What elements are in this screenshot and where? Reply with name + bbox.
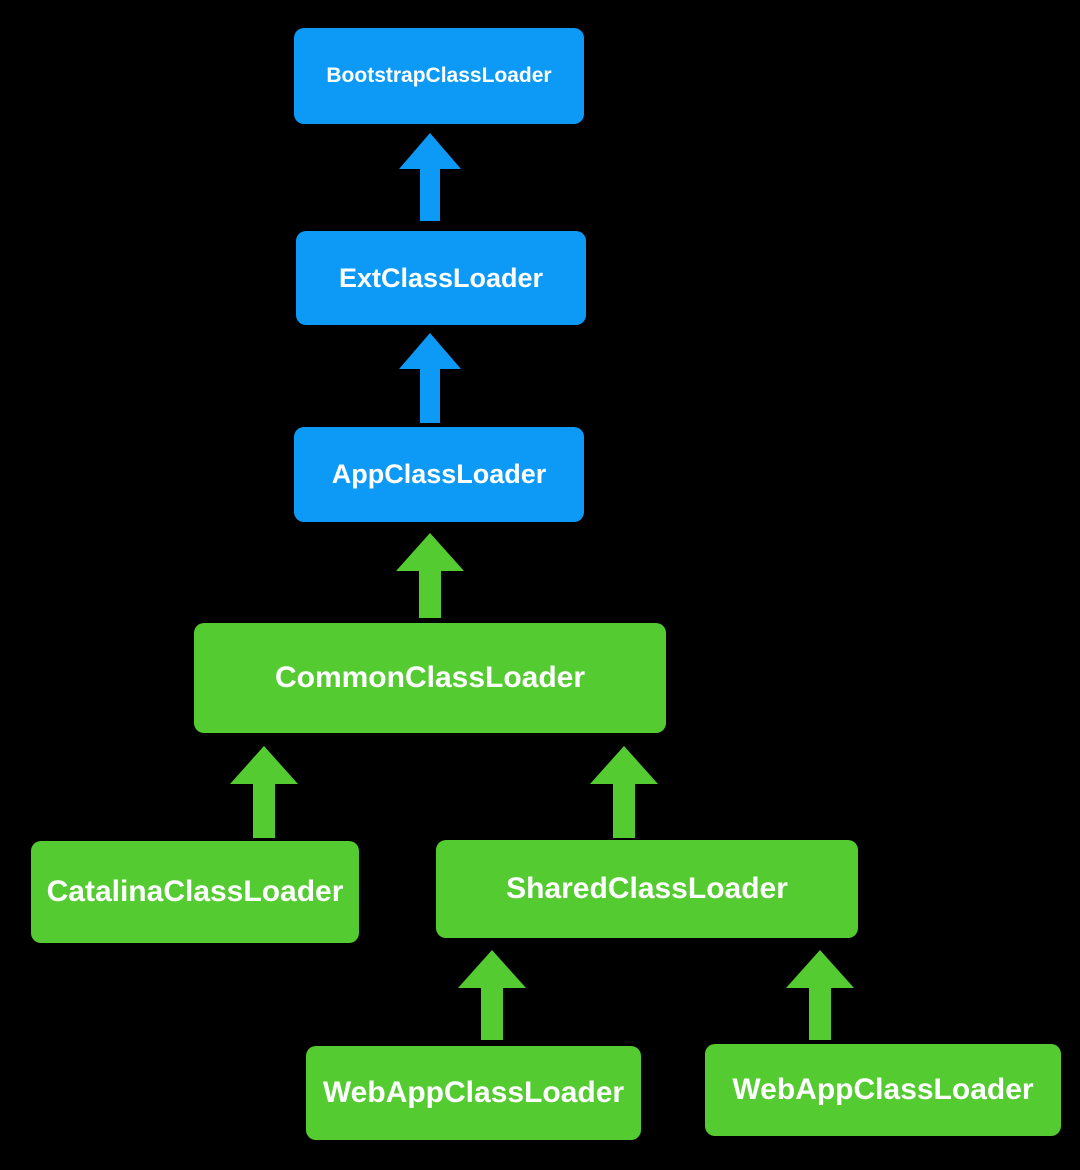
node-label: WebAppClassLoader xyxy=(732,1073,1034,1106)
arrow-head xyxy=(396,533,464,571)
node-catalina-classloader: CatalinaClassLoader xyxy=(31,841,359,943)
node-app-classloader: AppClassLoader xyxy=(294,427,584,522)
node-ext-classloader: ExtClassLoader xyxy=(296,231,586,325)
arrow-head xyxy=(399,133,461,169)
arrow-up-webapp-left-to-shared-icon xyxy=(458,950,526,1040)
arrow-up-common-to-app-icon xyxy=(396,533,464,618)
node-bootstrap-classloader: BootstrapClassLoader xyxy=(294,28,584,124)
arrow-stem xyxy=(613,784,635,838)
arrow-head xyxy=(399,333,461,369)
node-label: BootstrapClassLoader xyxy=(326,64,552,87)
node-webapp-classloader-right: WebAppClassLoader xyxy=(705,1044,1061,1136)
node-common-classloader: CommonClassLoader xyxy=(194,623,666,733)
arrow-head xyxy=(786,950,854,988)
node-label: AppClassLoader xyxy=(331,459,547,489)
node-shared-classloader: SharedClassLoader xyxy=(436,840,858,938)
node-label: SharedClassLoader xyxy=(506,872,788,905)
arrow-head xyxy=(458,950,526,988)
arrow-stem xyxy=(419,571,441,618)
arrow-up-shared-to-common-icon xyxy=(590,746,658,838)
arrow-up-app-to-ext-icon xyxy=(399,333,461,423)
arrow-stem xyxy=(420,369,440,423)
node-label: ExtClassLoader xyxy=(338,262,544,293)
arrow-stem xyxy=(481,988,503,1040)
arrow-up-webapp-right-to-shared-icon xyxy=(786,950,854,1040)
arrow-up-catalina-to-common-icon xyxy=(230,746,298,838)
arrow-stem xyxy=(253,784,275,838)
node-label: CatalinaClassLoader xyxy=(46,875,344,908)
arrow-head xyxy=(590,746,658,784)
node-label: WebAppClassLoader xyxy=(322,1076,625,1109)
arrow-head xyxy=(230,746,298,784)
node-webapp-classloader-left: WebAppClassLoader xyxy=(306,1046,641,1140)
arrow-stem xyxy=(420,169,440,221)
node-label: CommonClassLoader xyxy=(274,661,586,694)
arrow-stem xyxy=(809,988,831,1040)
arrow-up-ext-to-bootstrap-icon xyxy=(399,133,461,221)
